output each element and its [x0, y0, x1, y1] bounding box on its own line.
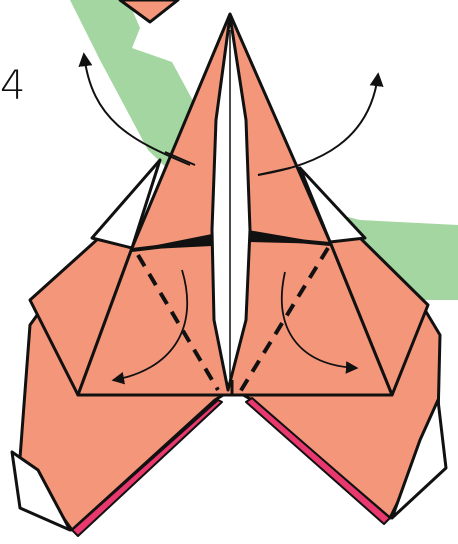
step-number: 4: [0, 66, 25, 106]
